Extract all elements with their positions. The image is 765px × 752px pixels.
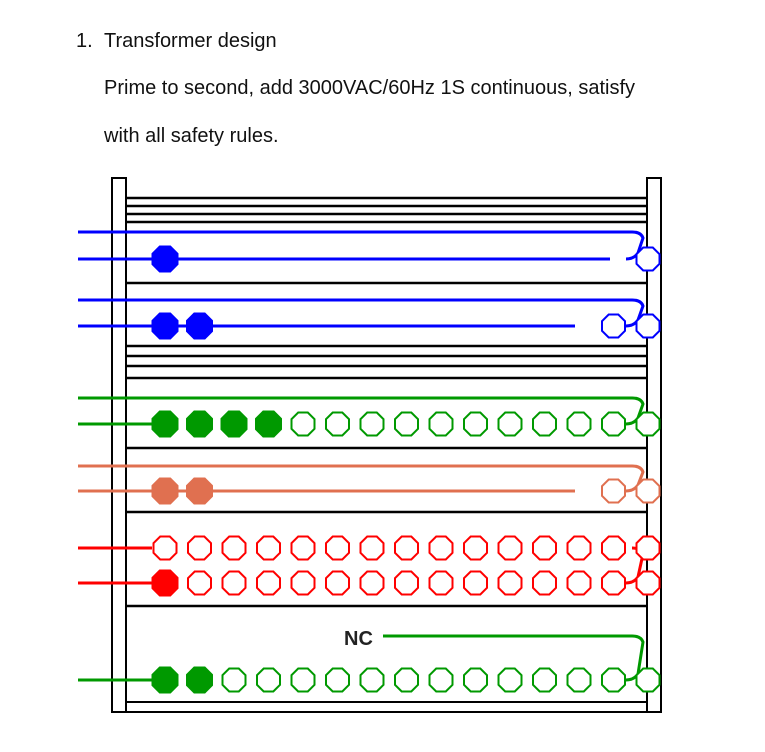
green-winding-1-open-turn-5 <box>325 411 350 437</box>
green-winding-1-open-turn-13 <box>601 411 626 437</box>
description-line-1: Prime to second, add 3000VAC/60Hz 1S con… <box>104 77 636 99</box>
list-number: 1. <box>76 30 93 52</box>
green-winding-2-open-turn-5 <box>325 667 350 693</box>
red-winding-row-2-open-turn-7 <box>394 570 419 596</box>
green-winding-2-open-turn-10 <box>497 667 523 693</box>
red-winding-row-2-open-turn-11 <box>532 570 557 596</box>
red-winding-row-2-open-turn-4 <box>290 570 316 596</box>
green-winding-2-open-turn-14 <box>635 667 661 693</box>
insulation-tape-layers <box>126 196 647 608</box>
blue-winding-1-end-bend <box>625 230 645 261</box>
red-winding-row-2-open-turn-1 <box>187 570 212 596</box>
blue-winding-2-open-turn-3 <box>635 313 661 339</box>
red-winding-row-1-open-turn-1 <box>187 535 212 561</box>
blue-winding-1 <box>78 230 661 273</box>
red-winding-row-1-open-turn-11 <box>532 535 557 561</box>
green-winding-1-open-turn-14 <box>635 411 661 437</box>
windings-group <box>78 230 661 694</box>
green-winding-1-filled-turn-3 <box>255 410 282 438</box>
red-winding-row-1-open-turn-5 <box>325 535 350 561</box>
green-winding-2-open-turn-12 <box>566 667 592 693</box>
green-winding-2-open-turn-7 <box>394 667 419 693</box>
red-winding-row-2-open-turn-2 <box>221 570 247 596</box>
green-winding-1-open-turn-8 <box>428 411 454 437</box>
blue-winding-2-filled-turn-0 <box>151 312 179 340</box>
green-winding-1-open-turn-11 <box>532 411 557 437</box>
red-winding-row-1-open-turn-6 <box>359 535 385 561</box>
red-winding-row-2-open-turn-10 <box>497 570 523 596</box>
red-winding-row-1-open-turn-0 <box>152 535 178 561</box>
blue-winding-2-end-bend <box>625 298 645 328</box>
red-winding <box>78 535 661 597</box>
red-winding-row-2-open-turn-13 <box>601 570 626 596</box>
red-winding-row-2-open-turn-14 <box>635 570 661 596</box>
orange-winding-filled-turn-1 <box>186 477 213 505</box>
red-winding-row-2-open-turn-8 <box>428 570 454 596</box>
red-winding-row-2-open-turn-5 <box>325 570 350 596</box>
red-winding-row-1-open-turn-2 <box>221 535 247 561</box>
red-winding-row-1-open-turn-12 <box>566 535 592 561</box>
green-winding-2-filled-turn-1 <box>186 666 213 694</box>
green-winding-2-end-bend <box>625 634 645 682</box>
blue-winding-1-open-turn-1 <box>635 246 661 272</box>
green-winding-1-open-turn-10 <box>497 411 523 437</box>
green-winding-1-filled-turn-1 <box>186 410 213 438</box>
red-winding-row-1-open-turn-14 <box>635 535 661 561</box>
green-winding-1-open-turn-9 <box>463 411 488 437</box>
green-winding-1-open-turn-7 <box>394 411 419 437</box>
green-winding-2-open-turn-11 <box>532 667 557 693</box>
orange-winding-open-turn-3 <box>635 478 661 504</box>
red-winding-row-2-open-turn-3 <box>256 570 281 596</box>
blue-winding-2 <box>78 298 661 340</box>
green-winding-2-open-turn-3 <box>256 667 281 693</box>
green-winding-2 <box>78 634 661 694</box>
red-winding-row-1-open-turn-3 <box>256 535 281 561</box>
nc-label: NC <box>344 628 373 650</box>
red-winding-row-1-open-turn-13 <box>601 535 626 561</box>
red-winding-row-2-open-turn-6 <box>359 570 385 596</box>
red-winding-row-1-open-turn-4 <box>290 535 316 561</box>
blue-winding-1-filled-turn-0 <box>151 245 179 273</box>
green-winding-1-filled-turn-2 <box>220 410 248 438</box>
blue-winding-2-open-turn-2 <box>601 313 626 339</box>
orange-winding <box>78 464 661 505</box>
blue-winding-2-filled-turn-1 <box>186 312 213 340</box>
section-title: Transformer design <box>104 30 277 52</box>
green-winding-2-open-turn-13 <box>601 667 626 693</box>
green-winding-2-open-turn-4 <box>290 667 316 693</box>
green-winding-1-filled-turn-0 <box>151 410 179 438</box>
red-winding-row-1-open-turn-8 <box>428 535 454 561</box>
orange-winding-end-bend <box>625 464 645 493</box>
green-winding-2-open-turn-9 <box>463 667 488 693</box>
green-winding-2-open-turn-8 <box>428 667 454 693</box>
orange-winding-filled-turn-0 <box>151 477 179 505</box>
green-winding-1 <box>78 396 661 438</box>
red-winding-row-1-open-turn-10 <box>497 535 523 561</box>
green-winding-2-open-turn-2 <box>221 667 247 693</box>
green-winding-1-open-turn-12 <box>566 411 592 437</box>
red-winding-row-1-open-turn-9 <box>463 535 488 561</box>
orange-winding-open-turn-2 <box>601 478 626 504</box>
green-winding-2-filled-turn-0 <box>151 666 179 694</box>
red-winding-row-1-open-turn-7 <box>394 535 419 561</box>
green-winding-2-open-turn-6 <box>359 667 385 693</box>
red-winding-row-2-open-turn-12 <box>566 570 592 596</box>
red-winding-row-2-open-turn-9 <box>463 570 488 596</box>
red-winding-row-2-filled-turn-0 <box>151 569 179 597</box>
green-winding-1-end-bend <box>625 396 645 426</box>
description-line-2: with all safety rules. <box>104 125 279 147</box>
green-winding-1-open-turn-4 <box>290 411 316 437</box>
green-winding-1-open-turn-6 <box>359 411 385 437</box>
